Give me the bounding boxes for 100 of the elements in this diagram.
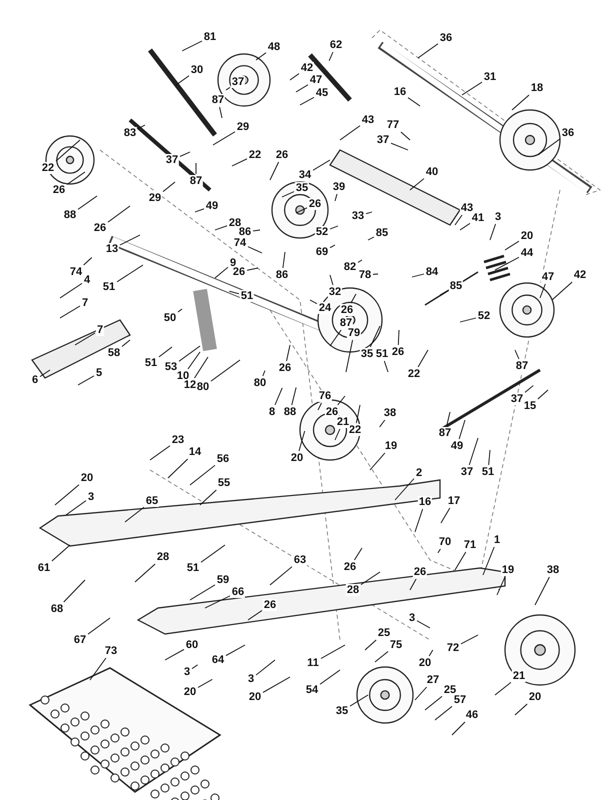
leader-line bbox=[366, 212, 372, 214]
leader-line bbox=[318, 402, 322, 410]
leader-line bbox=[214, 225, 228, 230]
callout-number: 63 bbox=[292, 554, 308, 566]
callout-number: 44 bbox=[520, 247, 534, 259]
callout-number: 26 bbox=[278, 362, 292, 374]
callout-number: 37 bbox=[164, 154, 180, 166]
leader-line bbox=[190, 584, 216, 600]
leader-line bbox=[334, 194, 338, 202]
leader-line bbox=[262, 676, 290, 693]
callout-number: 37 bbox=[230, 76, 246, 88]
callout-number: 87 bbox=[438, 427, 452, 439]
callout-number: 24 bbox=[318, 302, 332, 314]
callout-number: 73 bbox=[104, 645, 118, 657]
leader-line bbox=[452, 722, 466, 736]
callout-number: 51 bbox=[240, 290, 254, 302]
callout-number: 87 bbox=[514, 360, 530, 372]
leader-line bbox=[458, 420, 466, 440]
leader-line bbox=[390, 142, 408, 150]
leader-line bbox=[356, 404, 360, 424]
leader-line bbox=[248, 610, 262, 620]
callout-number: 49 bbox=[204, 200, 220, 212]
callout-number: 20 bbox=[528, 691, 542, 703]
callout-number: 74 bbox=[68, 266, 84, 278]
callout-number: 54 bbox=[304, 684, 320, 696]
leader-line bbox=[312, 160, 330, 171]
callout-number: 29 bbox=[148, 192, 162, 204]
leader-line bbox=[454, 552, 466, 570]
leader-line bbox=[370, 326, 380, 348]
leader-line bbox=[454, 214, 462, 226]
callout-number: 22 bbox=[248, 149, 262, 161]
callout-number: 11 bbox=[306, 657, 320, 669]
callout-number: 42 bbox=[572, 269, 588, 281]
leader-line bbox=[168, 458, 188, 478]
callout-number: 80 bbox=[252, 377, 268, 389]
callout-number: 3 bbox=[86, 491, 96, 503]
callout-number: 3 bbox=[494, 211, 502, 223]
leader-line bbox=[310, 300, 318, 304]
leader-line bbox=[286, 344, 290, 362]
leader-line bbox=[408, 97, 420, 106]
callout-number: 81 bbox=[202, 31, 218, 43]
callout-number: 3 bbox=[182, 666, 192, 678]
callout-number: 42 bbox=[300, 62, 314, 74]
callout-number: 70 bbox=[438, 536, 452, 548]
leader-line bbox=[350, 694, 368, 707]
leader-line bbox=[514, 350, 520, 360]
leader-line bbox=[514, 704, 528, 716]
callout-number: 26 bbox=[92, 222, 108, 234]
callout-number: 20 bbox=[290, 452, 304, 464]
leader-line bbox=[538, 138, 560, 156]
leader-line bbox=[354, 548, 362, 560]
callout-number: 28 bbox=[346, 584, 360, 596]
leader-line bbox=[418, 43, 438, 58]
callout-number: 30 bbox=[190, 64, 204, 76]
leader-line bbox=[460, 222, 470, 230]
leader-line bbox=[228, 290, 240, 294]
callout-number: 28 bbox=[156, 551, 170, 563]
leader-line bbox=[379, 420, 386, 428]
leader-line bbox=[398, 330, 400, 346]
callout-number: 7 bbox=[80, 297, 90, 309]
leader-line bbox=[296, 84, 308, 92]
leader-line bbox=[330, 226, 338, 230]
leader-line bbox=[346, 340, 354, 372]
callout-number: 26 bbox=[274, 149, 290, 161]
leader-line bbox=[350, 294, 356, 304]
leader-line bbox=[414, 508, 424, 532]
callout-number: 62 bbox=[328, 39, 344, 51]
leader-line bbox=[334, 428, 340, 440]
leader-line bbox=[176, 75, 190, 86]
callout-number: 7 bbox=[96, 324, 104, 336]
leader-line bbox=[320, 670, 340, 685]
callout-number: 16 bbox=[418, 496, 432, 508]
callout-number: 14 bbox=[188, 446, 202, 458]
callout-number: 18 bbox=[530, 82, 544, 94]
callout-number: 86 bbox=[274, 269, 290, 281]
leader-line bbox=[418, 350, 428, 368]
callout-number: 87 bbox=[188, 175, 204, 187]
callout-number: 26 bbox=[52, 184, 66, 196]
callout-number: 85 bbox=[374, 227, 390, 239]
callout-number: 36 bbox=[560, 127, 576, 139]
callout-number: 20 bbox=[80, 472, 94, 484]
leader-line bbox=[494, 256, 520, 270]
callout-number: 67 bbox=[72, 634, 88, 646]
leader-line bbox=[364, 640, 377, 650]
callout-number: 87 bbox=[338, 317, 354, 329]
leader-line bbox=[282, 191, 294, 198]
callout-number: 40 bbox=[424, 166, 440, 178]
callout-number: 35 bbox=[294, 182, 310, 194]
leader-line bbox=[66, 172, 86, 185]
leader-line bbox=[537, 390, 548, 400]
leader-line bbox=[490, 224, 496, 240]
leader-line bbox=[300, 96, 314, 106]
leader-line bbox=[298, 430, 306, 452]
leader-line bbox=[534, 576, 550, 606]
leader-line bbox=[78, 375, 94, 386]
callout-number: 56 bbox=[216, 453, 230, 465]
callout-number: 88 bbox=[62, 209, 78, 221]
callout-number: 41 bbox=[470, 212, 486, 224]
callout-number: 26 bbox=[342, 561, 358, 573]
callout-number: 21 bbox=[512, 670, 526, 682]
